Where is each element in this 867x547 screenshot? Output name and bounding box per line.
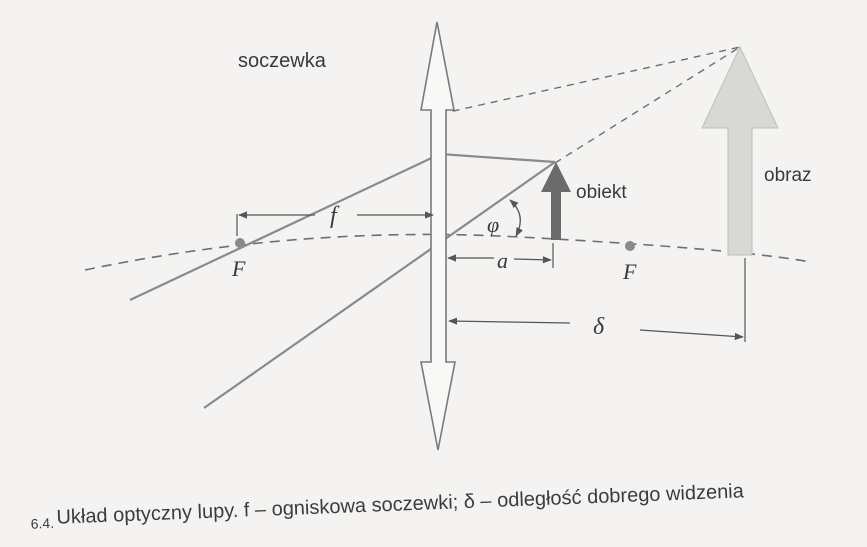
optical-axis xyxy=(84,233,811,271)
lens-icon xyxy=(420,21,456,451)
focal-length-label: f xyxy=(330,203,340,229)
focal-right-label: F xyxy=(622,259,637,284)
diagram-stage: soczewka obiekt obraz F F f φ a δ 6.4. U… xyxy=(30,21,812,532)
object-distance-label: a xyxy=(497,248,508,273)
object-label: obiekt xyxy=(576,182,627,203)
object-distance-arrow-right xyxy=(513,256,552,264)
angle-label: φ xyxy=(487,212,499,237)
near-point-distance-label: δ xyxy=(593,314,605,340)
focal-left-label: F xyxy=(231,256,246,281)
image-label: obraz xyxy=(764,165,812,186)
angle-arc xyxy=(509,199,524,237)
ray-central xyxy=(203,161,556,409)
delta-arrow-right xyxy=(639,329,744,341)
image-arrow-icon xyxy=(701,45,779,256)
virtual-ray-lower xyxy=(554,46,741,164)
focal-point-left xyxy=(235,238,245,248)
magnifier-optics-diagram: soczewka obiekt obraz F F f φ a δ xyxy=(84,21,812,451)
figure-number: 6.4. xyxy=(30,514,55,532)
delta-arrow-left xyxy=(448,317,571,325)
virtual-ray-upper xyxy=(439,46,741,115)
lens-label: soczewka xyxy=(238,50,327,72)
object-arrow-icon xyxy=(541,162,571,240)
focal-point-right xyxy=(625,241,635,251)
